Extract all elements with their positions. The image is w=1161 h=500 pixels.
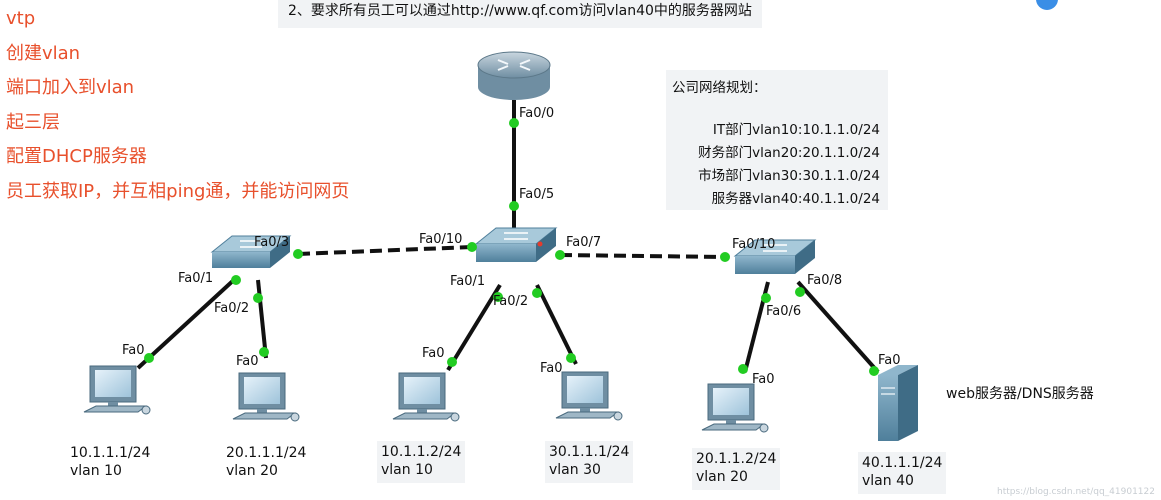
link-up-indicator [231,275,241,285]
host-vlan: vlan 10 [381,462,433,478]
host-label-pc4: 30.1.1.1/24 vlan 30 [545,441,634,483]
network-plan-row: 市场部门vlan30:30.1.1.0/24 [698,168,880,184]
pc-1-icon[interactable] [83,365,151,415]
link-sw1-core [297,245,473,256]
router-icon[interactable] [477,51,551,100]
step-item: 配置DHCP服务器 [6,146,147,167]
port-label-sw3-fa0-10: Fa0/10 [732,237,775,252]
step-item: 端口加入到vlan [6,77,135,98]
pc-4-icon[interactable] [555,371,623,421]
link-sw1-pc1 [136,276,238,370]
link-up-indicator [720,252,730,262]
requirement-text: 2、要求所有员工可以通过http://www.qf.com访问vlan40中的服… [278,0,762,28]
link-up-indicator [555,250,565,260]
link-up-indicator [259,347,269,357]
port-label-sw1-fa0-3: Fa0/3 [254,235,289,250]
link-up-indicator [467,242,477,252]
link-indicators [144,118,879,376]
step-item: 创建vlan [6,42,81,64]
link-up-indicator [293,249,303,259]
core-switch-icon[interactable] [474,227,558,262]
link-core-sw3 [559,253,726,259]
port-label-pc4-fa0: Fa0 [540,361,563,376]
host-ip: 10.1.1.2/24 [381,444,462,460]
link-sw1-pc2 [256,279,268,359]
link-core-pc4 [535,284,578,365]
link-sw3-server [796,280,880,374]
server-icon[interactable] [878,365,918,441]
access-switch-1-icon[interactable] [210,235,292,268]
status-badge-icon [1036,0,1058,10]
port-label-pc5-fa0: Fa0 [752,372,775,387]
host-vlan: vlan 10 [70,463,122,479]
step-item: vtp [6,8,36,29]
port-label-sw1-fa0-2: Fa0/2 [214,301,249,316]
link-up-indicator [761,293,771,303]
port-label-pc1-fa0: Fa0 [122,343,145,358]
port-label-core-fa0-1: Fa0/1 [450,274,485,289]
host-vlan: vlan 40 [862,473,914,489]
host-ip: 10.1.1.1/24 [70,445,151,461]
port-label-sw3-fa0-8: Fa0/8 [807,273,842,288]
host-vlan: vlan 20 [696,469,748,485]
link-up-indicator [144,353,154,363]
link-up-indicator [447,357,457,367]
port-label-pc3-fa0: Fa0 [422,346,445,361]
access-switch-3-icon[interactable] [733,239,817,274]
network-plan-row: 财务部门vlan20:20.1.1.0/24 [698,145,880,161]
link-up-indicator [869,366,879,376]
config-steps-list: vtp 创建vlan 端口加入到vlan 起三层 配置DHCP服务器 员工获取I… [6,2,349,209]
port-label-sw3-fa0-6: Fa0/6 [766,304,801,319]
port-label-sw1-fa0-1: Fa0/1 [178,271,213,286]
port-label-server-fa0: Fa0 [878,353,901,368]
host-vlan: vlan 30 [549,462,601,478]
step-item: 员工获取IP，并互相ping通，并能访问网页 [6,180,350,202]
network-plan-row: 服务器vlan40:40.1.1.0/24 [711,191,880,207]
port-label-core-fa0-10: Fa0/10 [419,232,462,247]
port-label-core-fa0-2: Fa0/2 [493,294,528,309]
network-plan-panel: 公司网络规划： IT部门vlan10:10.1.1.0/24 财务部门vlan2… [666,70,888,210]
step-item: 起三层 [6,111,60,133]
pc-5-icon[interactable] [701,383,769,433]
watermark: https://blog.csdn.net/qq_41901122 [996,487,1155,497]
host-ip: 20.1.1.1/24 [226,445,307,461]
link-up-indicator [532,288,542,298]
host-label-pc5: 20.1.1.2/24 vlan 20 [692,448,781,490]
host-label-pc1: 10.1.1.1/24 vlan 10 [70,444,150,480]
link-up-indicator [795,287,805,297]
host-label-pc3: 10.1.1.2/24 vlan 10 [377,441,466,483]
link-up-indicator [509,118,519,128]
host-ip: 20.1.1.2/24 [696,451,777,467]
port-label-pc2-fa0: Fa0 [236,354,259,369]
link-up-indicator [493,292,503,302]
host-ip: 30.1.1.1/24 [549,444,630,460]
link-up-indicator [738,364,748,374]
host-label-pc2: 20.1.1.1/24 vlan 20 [226,444,306,480]
link-up-indicator [566,353,576,363]
port-label-router-fa0-0: Fa0/0 [519,106,554,121]
server-role-label: web服务器/DNS服务器 [946,386,1094,402]
network-plan-row: IT部门vlan10:10.1.1.0/24 [712,122,880,138]
pc-3-icon[interactable] [392,372,460,422]
host-label-server: 40.1.1.1/24 vlan 40 [858,452,947,494]
host-vlan: vlan 20 [226,463,278,479]
host-ip: 40.1.1.1/24 [862,455,943,471]
network-plan-title: 公司网络规划： [672,80,767,96]
link-up-indicator [253,293,263,303]
port-label-core-fa0-5: Fa0/5 [519,187,554,202]
pc-2-icon[interactable] [232,372,300,422]
port-label-core-fa0-7: Fa0/7 [566,235,601,250]
link-core-pc3 [446,283,502,372]
link-up-indicator [509,201,519,211]
